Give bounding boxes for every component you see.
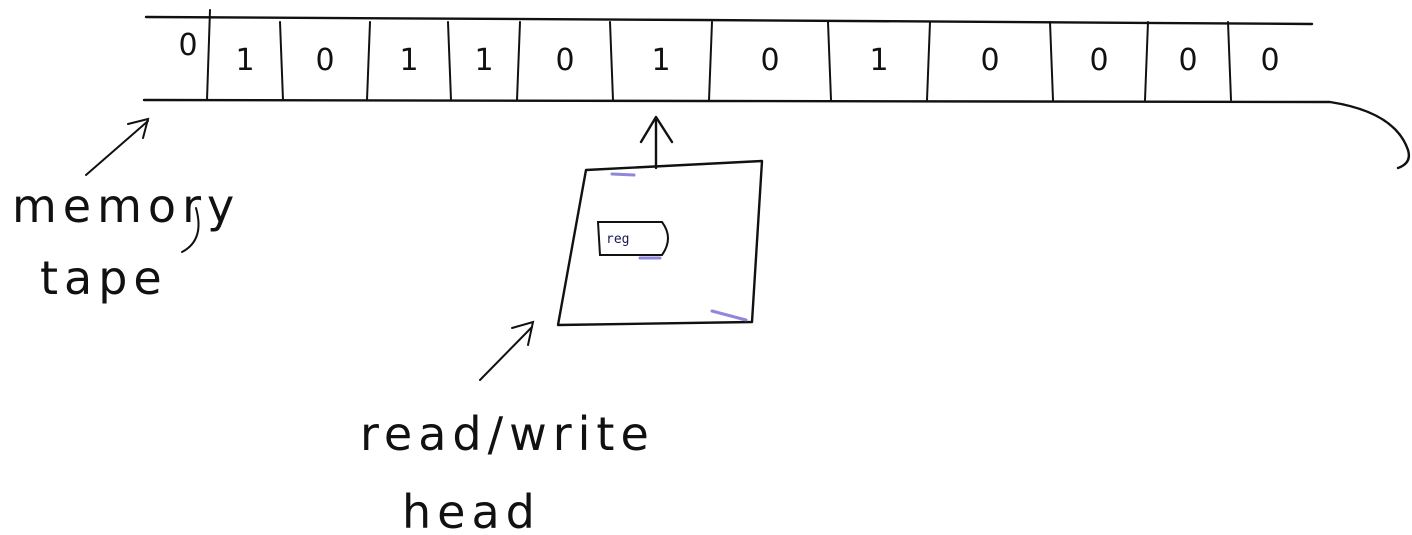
head-accent-top	[610, 172, 636, 177]
tape-cell-value: 0	[760, 43, 779, 78]
memory-label: memory	[12, 179, 240, 233]
tape-cell-value: 1	[651, 43, 670, 78]
tape-divider	[1049, 21, 1054, 101]
head-label: head	[402, 485, 541, 535]
register-box	[596, 221, 669, 256]
tape-divider	[926, 21, 931, 101]
tape-cell-value: 1	[399, 43, 418, 78]
head-label-arrow	[479, 326, 533, 381]
head-body	[556, 159, 764, 327]
register-label: reg	[606, 232, 629, 247]
tape-divider	[366, 21, 371, 101]
memory-tape: 0 1 0 1 1 0 1 0 1 0 0 0 0	[142, 9, 1411, 170]
memory-arrow	[85, 120, 149, 176]
tape-cell-value: 0	[1089, 43, 1108, 78]
tape-top-edge	[144, 15, 1314, 26]
tape-divider	[1227, 21, 1232, 101]
read-write-label: read/write	[360, 407, 655, 461]
tape-divider	[206, 9, 211, 101]
tape-divider	[447, 21, 452, 101]
tape-divider	[1144, 21, 1149, 101]
tape-divider	[279, 21, 284, 101]
tape-cell-value: 0	[980, 43, 999, 78]
tape-cell-dividers	[206, 9, 1232, 101]
memory-y-tail	[181, 207, 200, 253]
tape-cells: 0 1 0 1 1 0 1 0 1 0 0 0 0	[178, 28, 1279, 78]
tape-divider	[516, 21, 521, 101]
head-up-arrow-icon	[639, 115, 674, 144]
tape-cell-value: 0	[315, 43, 334, 78]
memory-arrowhead	[127, 117, 150, 139]
tape-cell-value: 1	[869, 43, 888, 78]
tape-cell-value: 0	[555, 43, 574, 78]
tape-cell-value: 1	[235, 43, 254, 78]
tape-cell-value: 0	[1260, 43, 1279, 78]
tape-cell-value: 0	[178, 28, 197, 63]
tape-divider	[609, 21, 614, 101]
read-write-head: reg	[556, 115, 764, 327]
tape-bottom-edge	[142, 98, 1411, 170]
tape-label: tape	[40, 251, 168, 305]
memory-tape-label: memory tape	[12, 117, 240, 305]
read-write-head-label: read/write head	[360, 320, 655, 535]
register: reg	[596, 221, 669, 260]
head-accent-bottom	[710, 309, 748, 322]
head-label-arrowhead	[511, 320, 535, 346]
tape-cell-value: 1	[474, 43, 493, 78]
tape-divider	[708, 21, 713, 101]
tape-cell-value: 0	[1178, 43, 1197, 78]
tape-divider	[827, 21, 832, 101]
